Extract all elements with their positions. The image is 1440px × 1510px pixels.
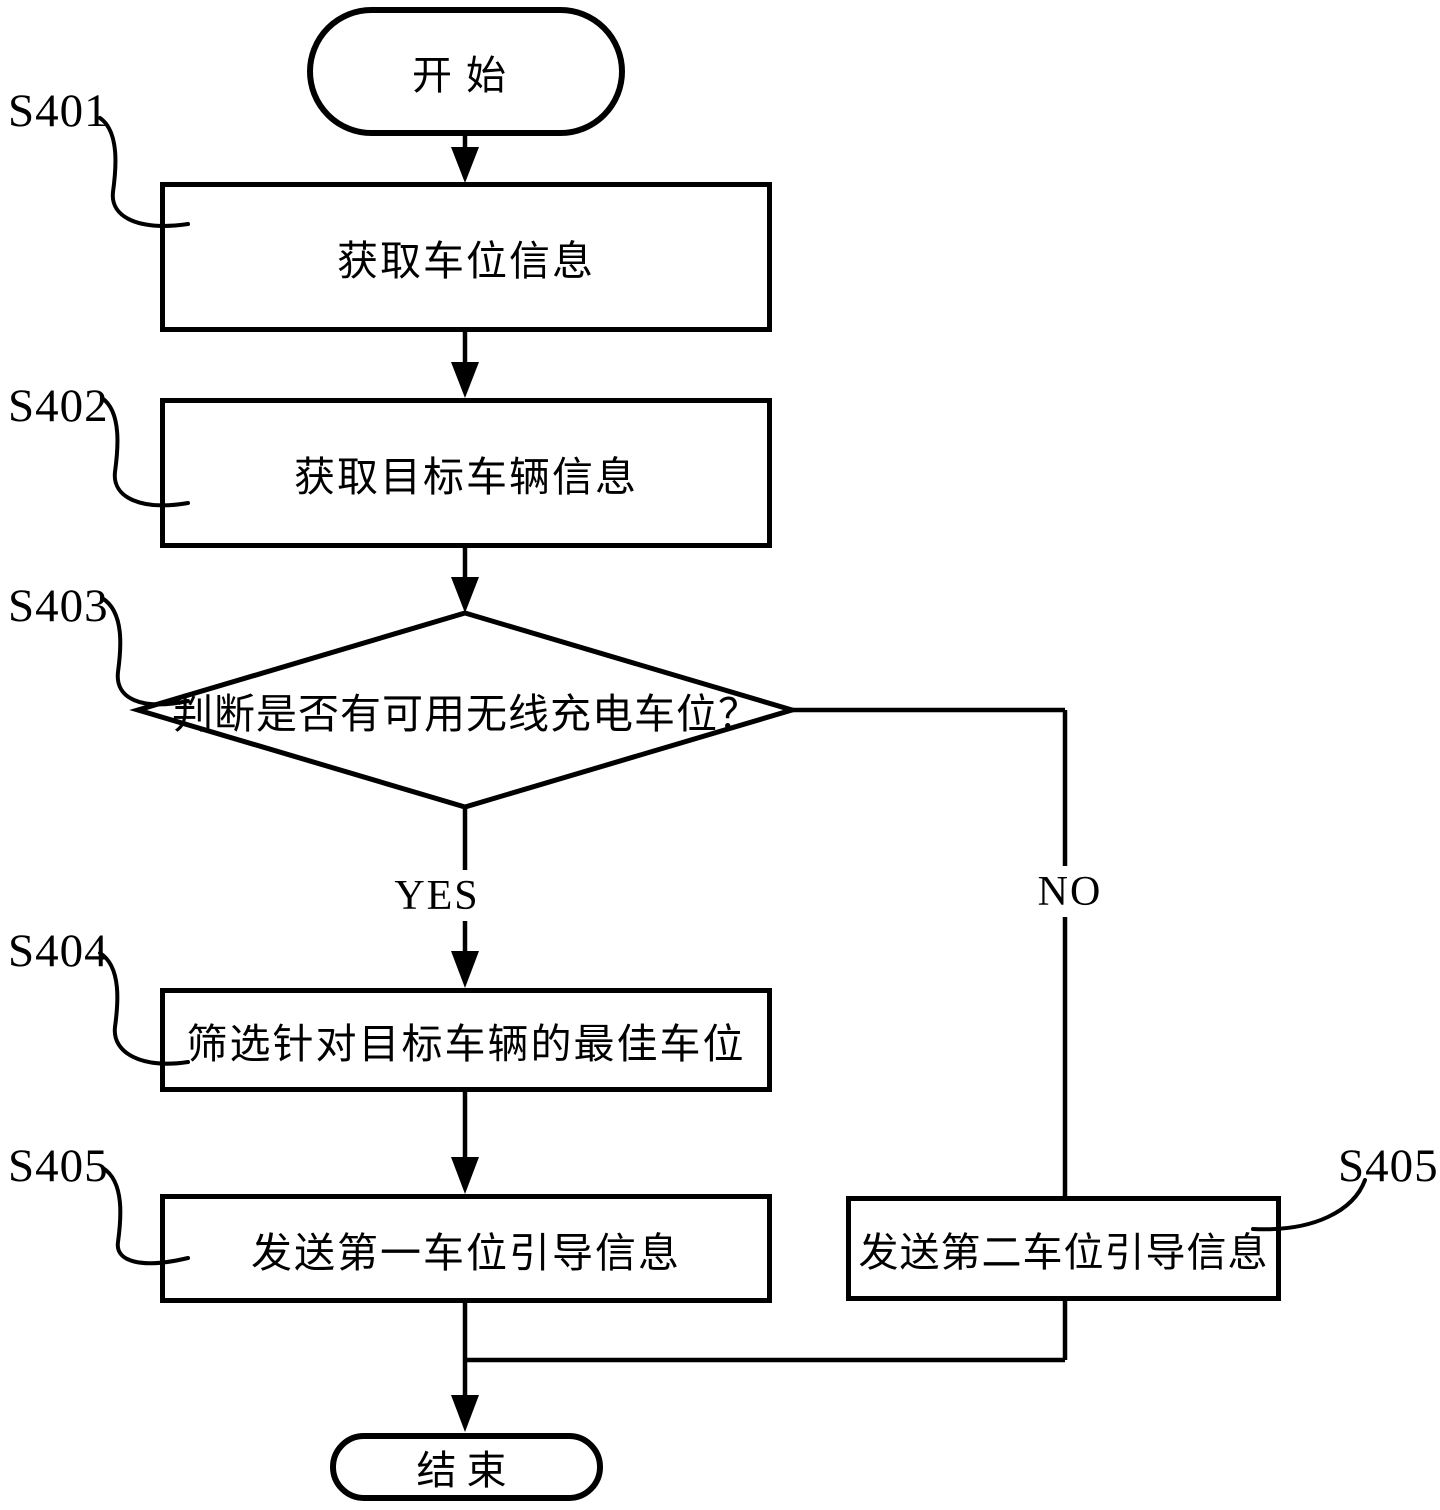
end-label: 结束 [416,1448,517,1493]
process-box-s405-first: 发送第一车位引导信息 [160,1194,772,1303]
process-label-s405-second: 发送第二车位引导信息 [858,1229,1269,1275]
end-terminator: 结束 [330,1433,603,1501]
step-tag-s402: S402 [8,380,109,432]
step-tag-s404: S404 [8,925,109,977]
process-label-s402: 获取目标车辆信息 [294,454,638,500]
step-tag-s405-first: S405 [8,1140,109,1192]
process-box-s404: 筛选针对目标车辆的最佳车位 [160,988,772,1092]
step-tag-s403: S403 [8,580,109,632]
process-label-s401: 获取车位信息 [337,238,595,284]
process-box-s401: 获取车位信息 [160,182,772,332]
process-box-s405-second: 发送第二车位引导信息 [846,1196,1281,1301]
process-label-s405-first: 发送第一车位引导信息 [251,1229,681,1276]
step-tag-s405-second: S405 [1338,1140,1439,1192]
step-tag-s401: S401 [8,85,109,137]
start-terminator: 开始 [307,7,625,136]
decision-label-s403: 判断是否有可用无线充电车位？ [172,691,760,737]
branch-label-yes: YES [394,873,480,919]
process-box-s402: 获取目标车辆信息 [160,398,772,548]
start-label: 开始 [412,52,520,98]
branch-label-no: NO [1037,869,1103,915]
process-label-s404: 筛选针对目标车辆的最佳车位 [186,1021,746,1067]
